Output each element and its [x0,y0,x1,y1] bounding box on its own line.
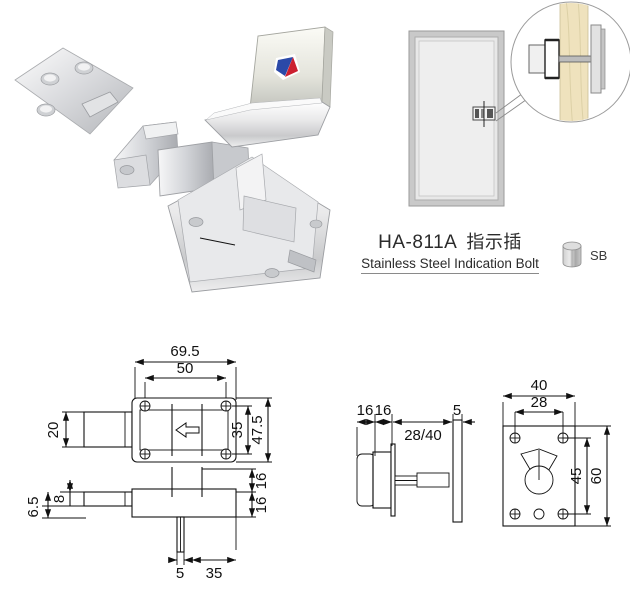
brand-logo-icon [274,54,300,80]
dim-16-b: 16 [375,402,392,419]
strike-plate [14,47,134,135]
dim-5: 5 [176,565,184,582]
detail-circle [510,1,630,123]
plan-view-drawing: 69.5 50 20 35 47.5 [0,332,320,582]
turn-knob-indicator-icon [520,448,558,495]
finish-code-label: SB [590,247,608,263]
dim-60: 60 [588,468,605,485]
dim-35: 35 [229,422,246,439]
model-line: HA-811A 指示插 [330,228,570,254]
dim-28-40: 28/40 [404,427,442,444]
dim-16-top: 16 [253,473,270,490]
door-installation-diagram [395,1,630,225]
dim-8: 8 [51,495,68,503]
dim-16-a: 16 [357,402,374,419]
dim-40: 40 [531,377,548,394]
finish-swatch-icon [562,241,582,268]
finish-swatch-group: SB [560,240,607,270]
faceplate-screw-holes [509,432,569,520]
model-code: HA-811A [378,232,458,253]
side-and-faceplate-drawing: 16 16 28/40 5 40 28 45 60 [335,372,630,552]
product-title-block: HA-811A 指示插 Stainless Steel Indication Bo… [330,228,570,274]
dim-35-bottom: 35 [206,565,223,582]
direction-arrow-icon [175,422,200,438]
small-hole-icon [533,508,545,520]
dim-47-5: 47.5 [249,415,266,444]
dim-6-5: 6.5 [25,497,42,518]
screw-holes-plan [139,400,232,460]
dim-16-bottom: 16 [253,497,270,514]
dim-50: 50 [177,360,194,377]
dim-45: 45 [568,468,585,485]
indicator-turn-plate [204,26,334,148]
bolt-mark-on-door [472,101,496,127]
model-name-cn: 指示插 [466,232,522,253]
dim-69-5: 69.5 [170,343,199,360]
dim-5-plate: 5 [453,402,461,419]
dim-28: 28 [531,394,548,411]
product-photo [0,10,345,295]
product-description: Stainless Steel Indication Bolt [361,256,539,274]
bolt-body [157,141,331,293]
dim-20: 20 [45,422,62,439]
